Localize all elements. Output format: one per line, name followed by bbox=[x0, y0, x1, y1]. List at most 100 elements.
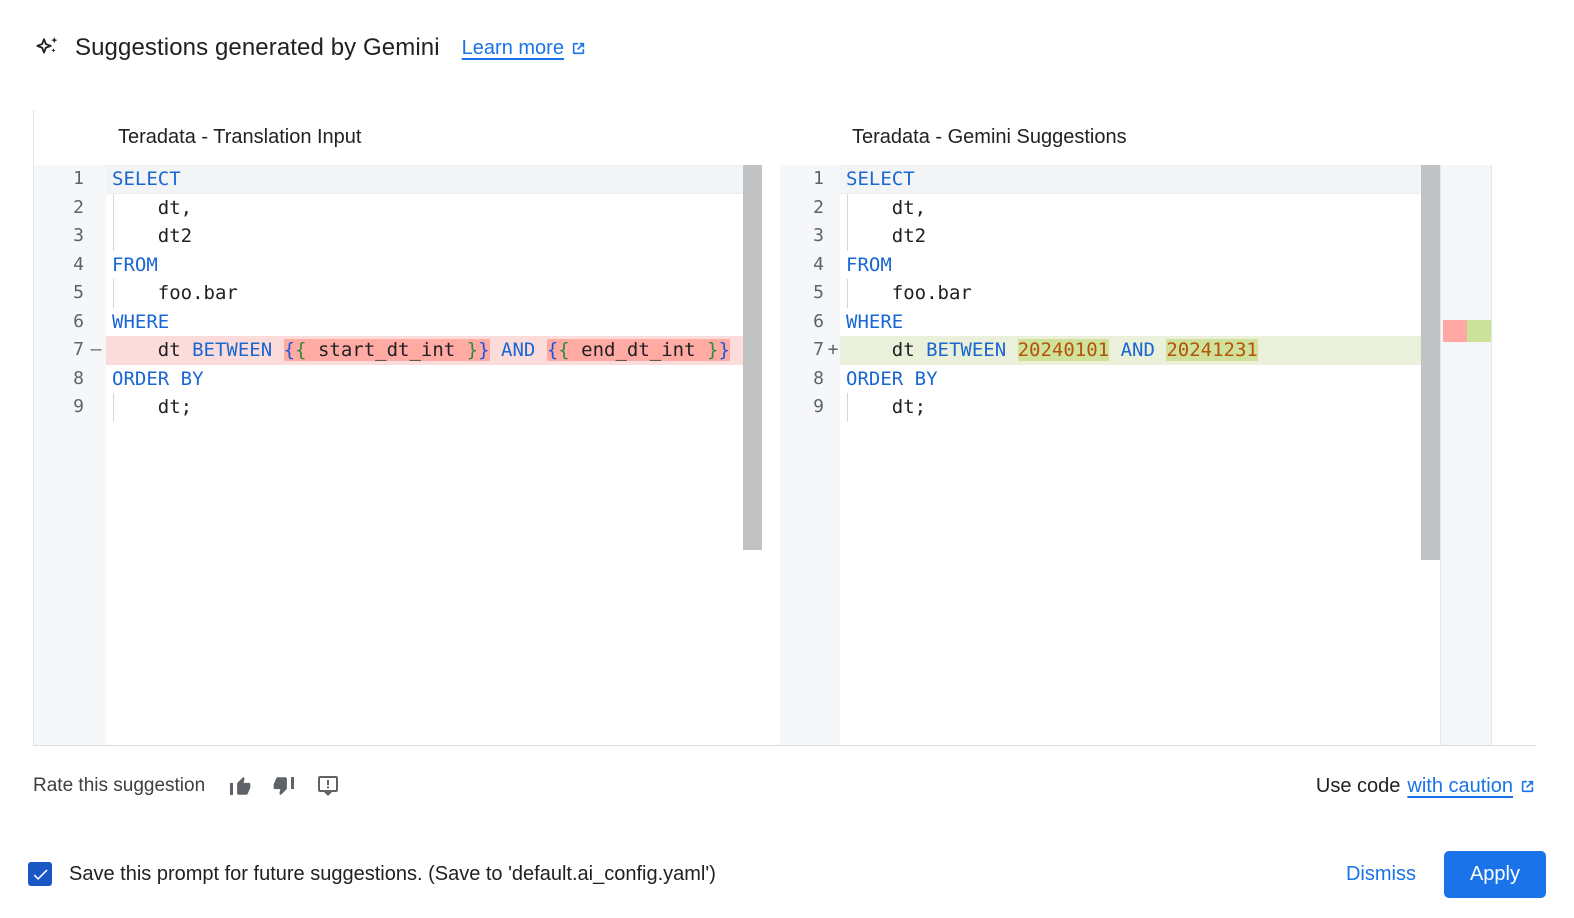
diff-marker bbox=[826, 308, 840, 337]
learn-more-link[interactable]: Learn more bbox=[462, 37, 587, 60]
code-line[interactable]: 9 dt; bbox=[34, 393, 762, 422]
learn-more-label: Learn more bbox=[461, 36, 564, 59]
code-line[interactable]: 2 dt, bbox=[34, 193, 762, 222]
code-token: } bbox=[478, 339, 490, 361]
external-link-icon bbox=[570, 40, 587, 57]
code-token: SELECT bbox=[112, 168, 181, 190]
code-line[interactable]: 7+ dt BETWEEN 20240101 AND 20241231 bbox=[780, 336, 1492, 365]
code-token: FROM bbox=[846, 253, 892, 276]
line-number: 1 bbox=[73, 168, 84, 189]
line-number: 6 bbox=[73, 310, 84, 332]
apply-button[interactable]: Apply bbox=[1443, 850, 1546, 898]
indent-guide bbox=[847, 222, 848, 251]
code-token: AND bbox=[501, 339, 536, 361]
code-token: foo.bar bbox=[846, 282, 972, 304]
scrollbar-suggestion[interactable] bbox=[1421, 165, 1440, 745]
code-line[interactable]: 5 foo.bar bbox=[780, 279, 1492, 308]
with-caution-label: with caution bbox=[1407, 774, 1513, 797]
code-token bbox=[490, 339, 501, 361]
code-token: AND bbox=[1120, 339, 1155, 361]
code-token: ORDER BY bbox=[112, 367, 204, 390]
code-line[interactable]: 8 ORDER BY bbox=[34, 365, 762, 394]
overview-ruler[interactable] bbox=[1440, 165, 1492, 745]
scrollbar-original[interactable] bbox=[743, 165, 762, 745]
footer-actions: Dismiss Apply bbox=[1328, 850, 1546, 898]
code-text: dt2 bbox=[106, 222, 762, 251]
thumb-down-icon[interactable] bbox=[271, 773, 297, 799]
code-token: dt2 bbox=[112, 225, 193, 247]
dismiss-button[interactable]: Dismiss bbox=[1328, 853, 1434, 896]
overview-marker-removed bbox=[1443, 320, 1467, 342]
code-token: dt bbox=[112, 339, 193, 361]
sparkle-icon bbox=[33, 33, 63, 63]
pane-title-original: Teradata - Translation Input bbox=[34, 110, 762, 165]
code-text: foo.bar bbox=[840, 279, 1492, 308]
page-title: Suggestions generated by Gemini bbox=[75, 34, 440, 61]
scrollbar-thumb-original[interactable] bbox=[743, 165, 762, 550]
code-line[interactable]: 2 dt, bbox=[780, 193, 1492, 222]
report-feedback-icon[interactable] bbox=[315, 773, 341, 799]
code-token: start_dt_int bbox=[306, 339, 467, 361]
code-token bbox=[1109, 339, 1120, 361]
code-token: WHERE bbox=[846, 310, 904, 333]
code-token: { bbox=[558, 339, 570, 361]
code-token: ORDER BY bbox=[846, 367, 938, 390]
line-number: 6 bbox=[813, 310, 824, 332]
code-line[interactable]: 6 WHERE bbox=[780, 308, 1492, 337]
code-line[interactable]: 4 FROM bbox=[780, 251, 1492, 280]
thumb-up-icon[interactable] bbox=[227, 773, 253, 799]
code-text: dt2 bbox=[840, 222, 1492, 251]
code-line[interactable]: 6 WHERE bbox=[34, 308, 762, 337]
code-line[interactable]: 1 SELECT bbox=[34, 165, 762, 194]
line-number: 5 bbox=[813, 282, 824, 303]
use-code-note: Use code with caution bbox=[1316, 775, 1536, 798]
code-token: dt, bbox=[112, 196, 193, 219]
diff-marker bbox=[86, 308, 106, 337]
scrollbar-thumb-suggestion[interactable] bbox=[1421, 165, 1440, 560]
code-token: WHERE bbox=[112, 310, 170, 333]
code-text: WHERE bbox=[106, 308, 762, 337]
code-token: } bbox=[707, 339, 719, 361]
code-line[interactable]: 3 dt2 bbox=[34, 222, 762, 251]
diff-marker bbox=[826, 393, 840, 422]
line-number: 8 bbox=[73, 367, 84, 389]
diff-marker bbox=[86, 279, 106, 308]
code-text: SELECT bbox=[106, 165, 762, 194]
code-token: dt2 bbox=[846, 225, 927, 247]
line-number: 2 bbox=[73, 196, 84, 218]
diff-marker bbox=[86, 165, 106, 194]
line-number: 1 bbox=[813, 168, 824, 189]
line-number: 4 bbox=[813, 253, 824, 275]
code-token: BETWEEN bbox=[192, 339, 273, 361]
gutter-suggestion bbox=[780, 165, 840, 745]
diff-marker bbox=[86, 365, 106, 394]
line-number: 9 bbox=[813, 396, 824, 417]
save-prompt-checkbox[interactable] bbox=[28, 862, 52, 886]
code-token bbox=[1006, 339, 1017, 361]
code-line[interactable]: 5 foo.bar bbox=[34, 279, 762, 308]
code-token: foo.bar bbox=[112, 282, 238, 304]
code-line[interactable]: 7— dt BETWEEN {{ start_dt_int }} AND {{ … bbox=[34, 336, 762, 365]
indent-guide bbox=[113, 393, 114, 422]
code-token bbox=[272, 339, 283, 361]
code-text: WHERE bbox=[840, 308, 1492, 337]
rate-icon-group bbox=[227, 773, 341, 799]
code-line[interactable]: 9 dt; bbox=[780, 393, 1492, 422]
gutter-original bbox=[34, 165, 106, 745]
use-code-prefix: Use code bbox=[1315, 774, 1401, 797]
code-line[interactable]: 3 dt2 bbox=[780, 222, 1492, 251]
pane-title-suggestion: Teradata - Gemini Suggestions bbox=[780, 110, 1492, 165]
code-text: dt; bbox=[106, 393, 762, 422]
code-token: { bbox=[546, 339, 559, 361]
code-token: { bbox=[295, 339, 307, 361]
with-caution-link[interactable]: with caution bbox=[1407, 775, 1536, 798]
indent-guide bbox=[113, 279, 114, 308]
